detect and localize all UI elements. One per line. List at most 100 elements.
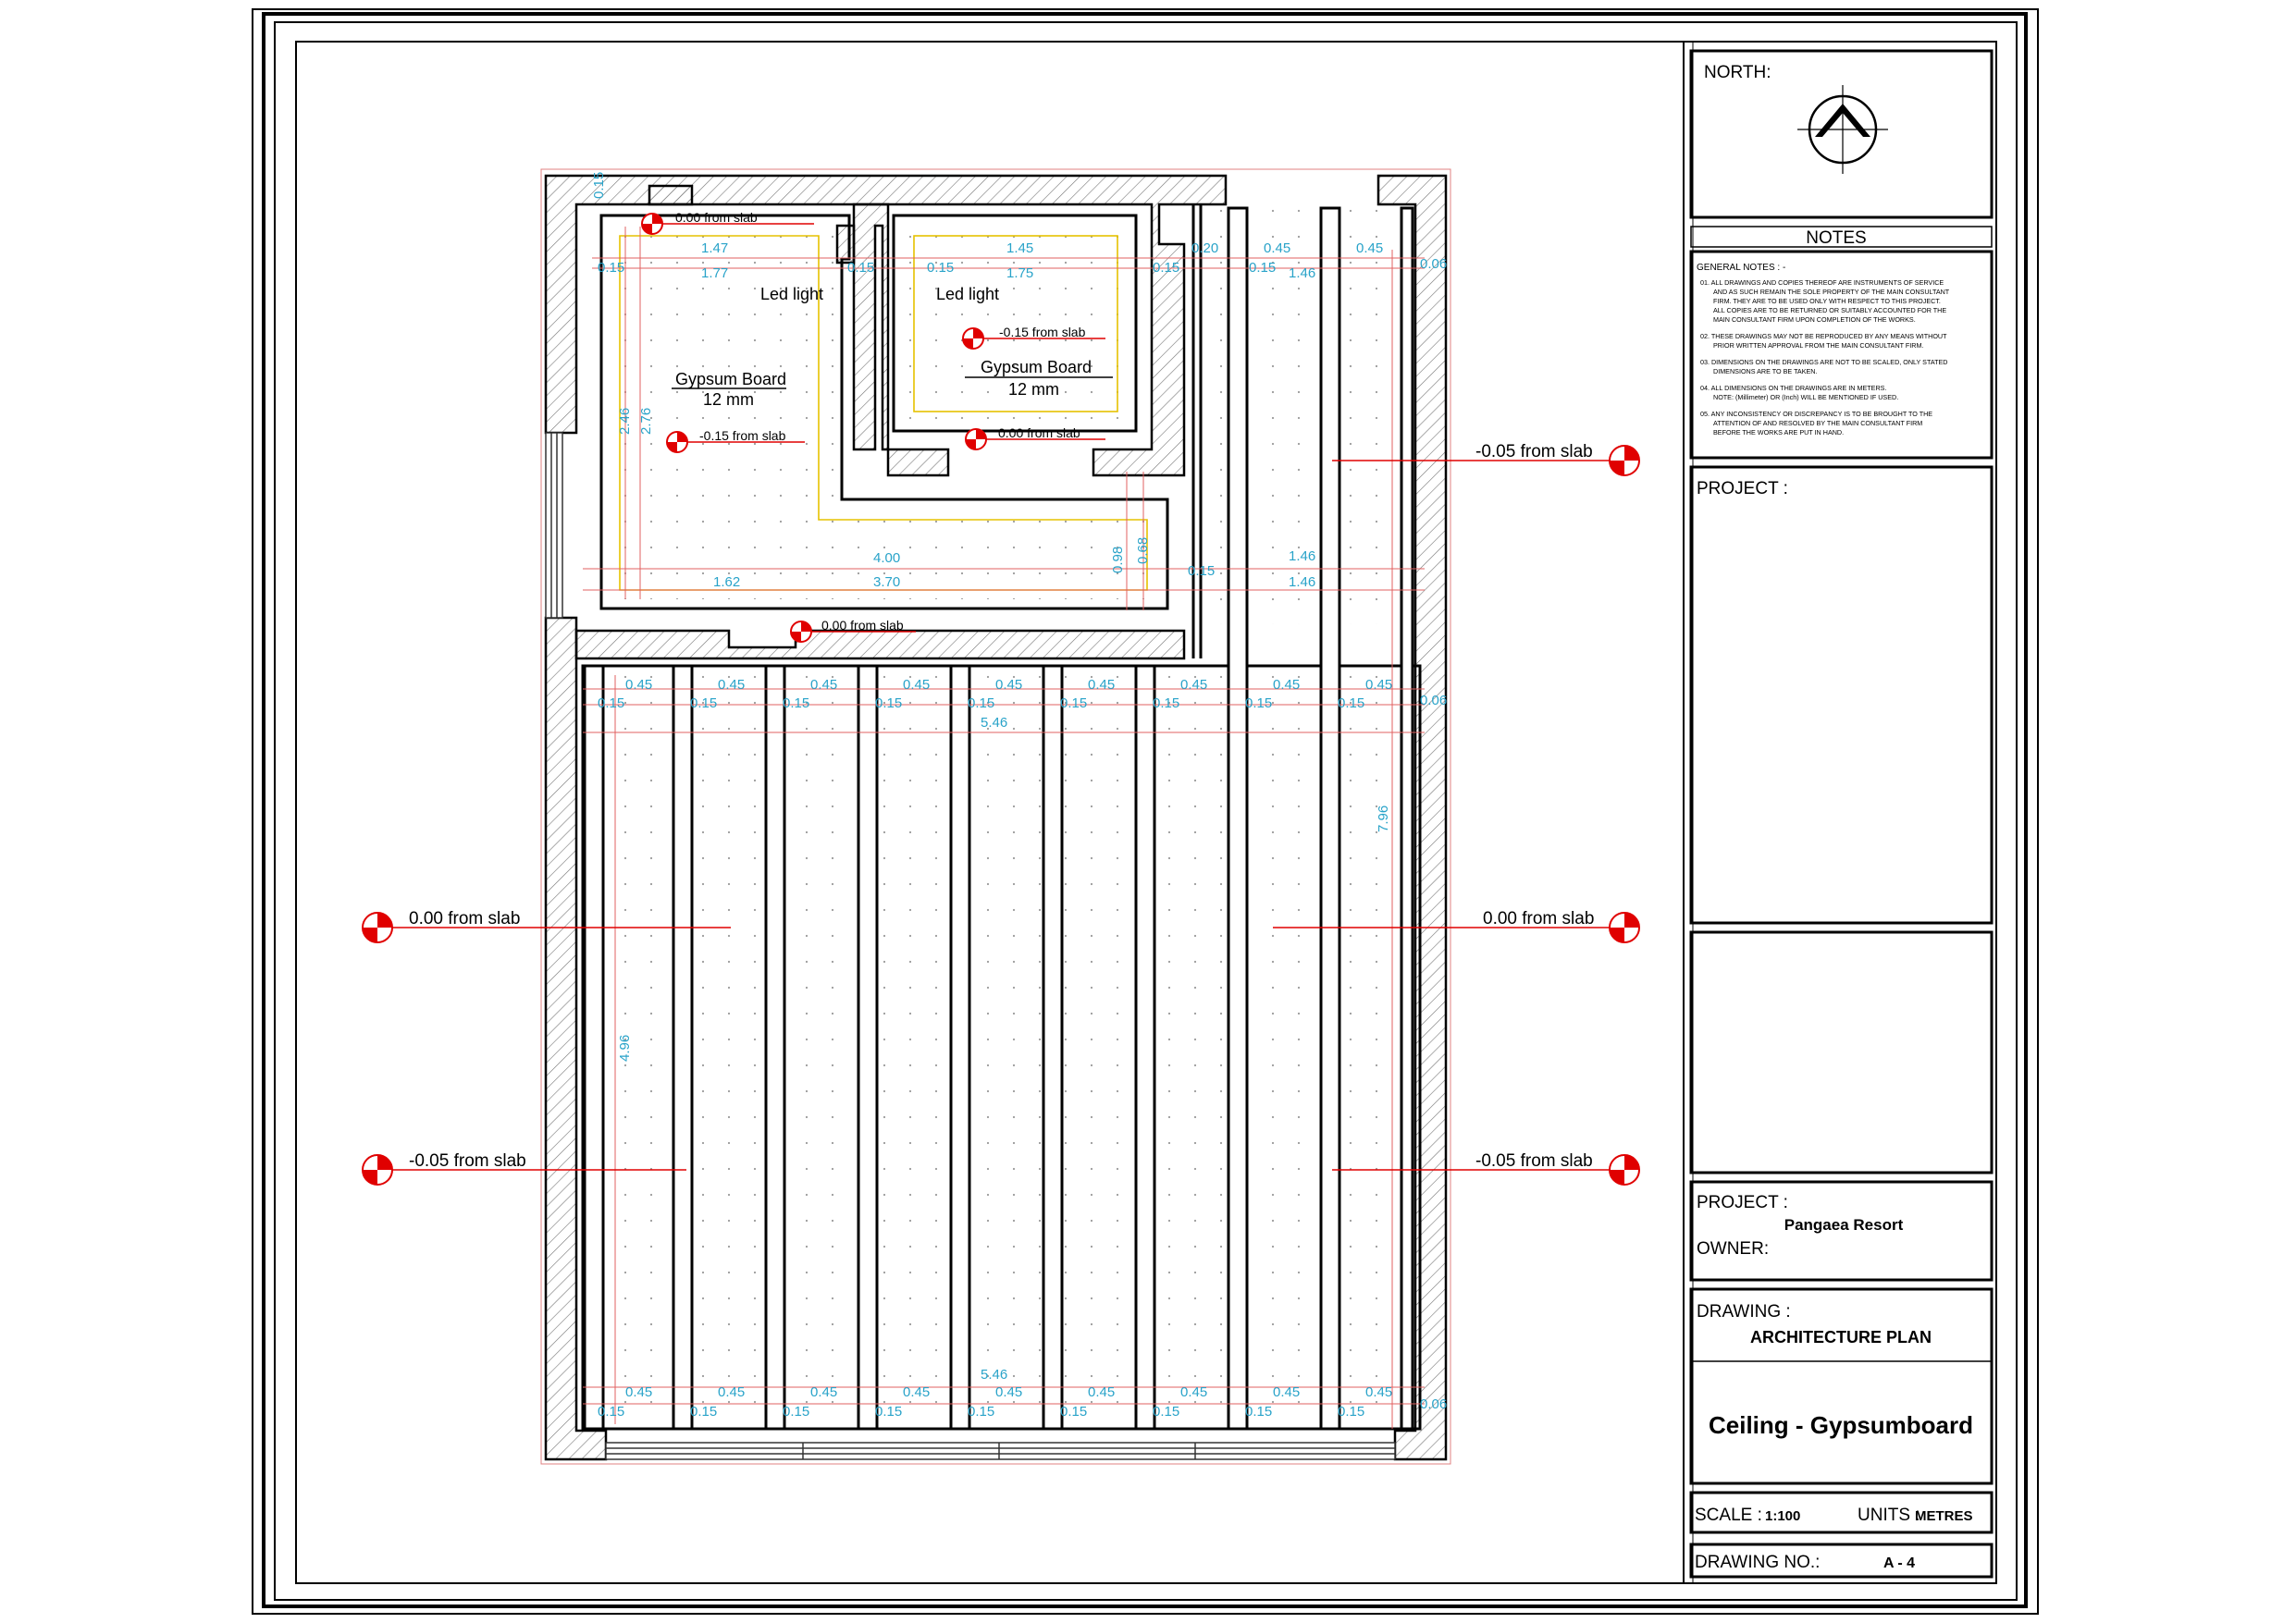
level-marker: 0.00 from slab [965,425,1105,450]
dim-text: 0.45 [625,1384,652,1400]
dim-text: 2.46 [617,408,633,435]
dim-text: 0.15 [591,172,607,199]
dim-text: 0.45 [810,677,837,693]
owner-label: OWNER: [1697,1239,1769,1259]
level-marker-icon [965,428,987,450]
drawing-type: ARCHITECTURE PLAN [1750,1328,1932,1346]
drawing-no-label: DRAWING NO.: [1695,1553,1820,1572]
level-marker-icon [790,621,812,643]
level-marker-icon [362,1154,393,1186]
scale-value: 1:100 [1765,1508,1800,1524]
dim-text: 0.15 [1153,695,1179,711]
level-marker-icon [1609,1154,1640,1186]
level-markers: 0.00 from slab -0.15 from slab -0.15 from … [362,210,1640,1186]
led-light-label: Led light [760,285,823,303]
dim-text: 0.06 [1420,693,1447,708]
walls [544,174,1448,1461]
dim-text: 1.46 [1289,265,1315,281]
note-line: PRIOR WRITTEN APPROVAL FROM THE MAIN CON… [1713,341,1923,350]
dim-text: 0.15 [968,695,994,711]
dim-text: 0.45 [810,1384,837,1400]
dim-text: 0.15 [1153,1404,1179,1420]
note-line: 04. ALL DIMENSIONS ON THE DRAWINGS ARE I… [1700,384,1886,392]
drawing-label: DRAWING : [1697,1302,1791,1322]
dim-text: 1.77 [701,265,728,281]
note-line: MAIN CONSULTANT FIRM UPON COMPLETION OF … [1713,315,1916,324]
dim-text: 0.15 [783,1404,809,1420]
dim-text: 1.46 [1289,574,1315,590]
level-label: -0.05 from slab [1475,1151,1593,1171]
level-label: -0.05 from slab [1475,442,1593,461]
dim-text: 0.45 [1356,240,1383,256]
dim-text: 0.45 [995,1384,1022,1400]
dim-text: 0.45 [1264,240,1290,256]
level-label: -0.15 from slab [999,325,1086,339]
north-label: NORTH: [1704,63,1771,82]
dim-text: 0.15 [1245,1404,1272,1420]
dim-text: 0.15 [690,1404,717,1420]
level-label: -0.15 from slab [699,428,786,443]
wall-outlines [581,204,1422,1431]
dim-text: 0.45 [903,677,930,693]
dim-text: 0.15 [875,1404,902,1420]
level-label: 0.00 from slab [998,425,1080,440]
project-name: Pangaea Resort [1784,1216,1904,1234]
note-line: NOTE: (Millimeter) OR (Inch) WILL BE MEN… [1713,393,1898,401]
dimension-texts: 0.15 1.47 1.77 1.45 1.75 0.20 0.45 0.45 … [591,172,1447,1412]
scale-label: SCALE : [1695,1506,1762,1525]
dim-text: 7.96 [1376,805,1391,832]
dim-text: 1.75 [1006,265,1033,281]
level-label: 0.00 from slab [409,909,520,928]
note-line: ALL COPIES ARE TO BE RETURNED OR SUITABL… [1713,306,1946,314]
dim-text: 0.45 [1365,677,1392,693]
level-marker: 0.00 from slab [1273,909,1640,943]
project-label: PROJECT : [1697,479,1788,498]
dim-text: 0.45 [625,677,652,693]
gypsum-thickness-label: 12 mm [703,390,754,409]
dim-text: 0.45 [1180,677,1207,693]
level-marker: -0.05 from slab [1332,1151,1640,1186]
dim-text: 3.70 [873,574,900,590]
level-marker: 0.00 from slab [641,210,814,235]
dim-text: 0.45 [718,1384,745,1400]
window-bottom [605,1442,1396,1460]
north-arrow-icon [1797,85,1888,174]
note-line: 01. ALL DRAWINGS AND COPIES THEREOF ARE … [1700,278,1944,287]
led-light-label: Led light [936,285,999,303]
dim-text: 5.46 [981,715,1007,731]
dim-text: 1.45 [1006,240,1033,256]
dim-text: 2.76 [638,408,654,435]
level-marker: -0.05 from slab [362,1151,686,1186]
dim-text: 0.20 [1191,240,1218,256]
gypsum-board-label: Gypsum Board [675,370,786,388]
dim-text: 0.68 [1135,537,1151,564]
level-marker: 0.00 from slab [790,618,916,643]
dim-text: 4.00 [873,550,900,566]
drawing-no-value: A - 4 [1883,1555,1915,1571]
dim-text: 0.15 [1060,695,1087,711]
units-value: METRES [1915,1508,1973,1524]
dim-text: 0.15 [598,1404,624,1420]
dim-text: 0.45 [1273,1384,1300,1400]
dim-text: 0.15 [1060,1404,1087,1420]
level-marker: -0.15 from slab [962,325,1105,350]
ceiling-plan: Led light Led light Gypsum Board 12 mm G… [540,168,1451,1465]
level-label: 0.00 from slab [675,210,758,225]
gypsum-board-label: Gypsum Board [981,358,1092,376]
dim-text: 4.96 [617,1035,633,1062]
dim-text: 0.06 [1420,256,1447,272]
dim-text: 0.15 [1188,563,1215,579]
dim-text: 1.47 [701,240,728,256]
gypsum-thickness-label: 12 mm [1008,380,1059,399]
level-label: 0.00 from slab [1483,909,1594,928]
dim-text: 0.45 [1088,677,1115,693]
level-marker-icon [641,213,663,235]
window-left [545,432,563,619]
ceiling-beams [583,206,1414,1431]
dim-text: 0.15 [598,260,624,276]
dim-text: 0.15 [1153,260,1179,276]
note-line: BEFORE THE WORKS ARE PUT IN HAND. [1713,428,1844,436]
sheet-border [252,8,2039,1615]
